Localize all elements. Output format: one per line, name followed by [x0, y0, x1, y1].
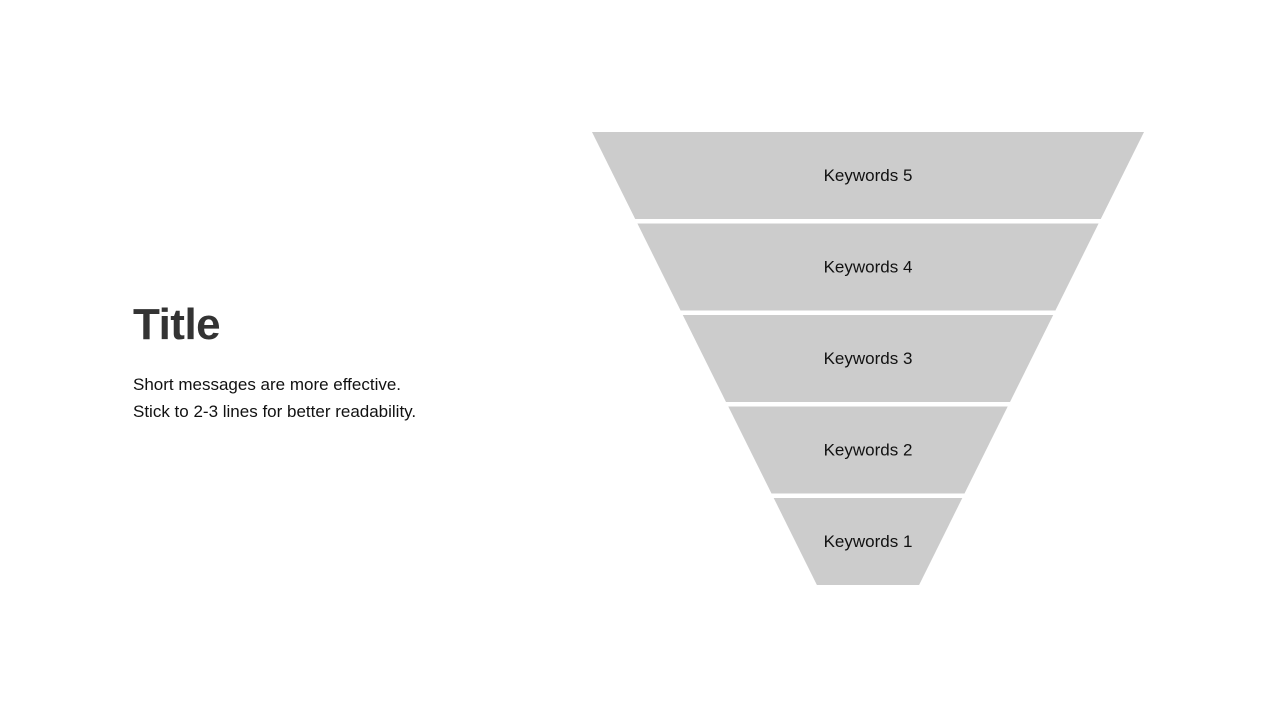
funnel-segment-shape: [682, 315, 1054, 402]
funnel-segment-shape: [773, 498, 963, 585]
text-column: Title Short messages are more effective.…: [133, 299, 553, 426]
slide-description: Short messages are more effective. Stick…: [133, 371, 553, 426]
funnel-segment-shape: [728, 406, 1008, 494]
funnel-segment-shape: [592, 132, 1144, 219]
funnel-segment-keywords-1: Keywords 1: [773, 498, 963, 585]
description-line-2: Stick to 2-3 lines for better readabilit…: [133, 402, 417, 422]
funnel-segment-label: Keywords 4: [824, 258, 913, 277]
funnel-segment-label: Keywords 5: [824, 166, 913, 185]
funnel-segment-label: Keywords 3: [824, 349, 913, 368]
slide-title: Title: [133, 300, 221, 349]
funnel-segment-keywords-3: Keywords 3: [682, 315, 1054, 402]
funnel-svg: Keywords 5 Keywords 4 Keywords 3 Keyword…: [592, 132, 1144, 585]
funnel-segment-label: Keywords 1: [824, 532, 913, 551]
funnel-segment-label: Keywords 2: [824, 441, 913, 460]
funnel-segment-shape: [637, 223, 1099, 311]
funnel-segment-keywords-4: Keywords 4: [637, 223, 1099, 311]
description-line-1: Short messages are more effective.: [133, 374, 402, 394]
funnel-diagram: Keywords 5 Keywords 4 Keywords 3 Keyword…: [592, 132, 1144, 585]
funnel-segment-keywords-2: Keywords 2: [728, 406, 1008, 494]
funnel-segment-keywords-5: Keywords 5: [592, 132, 1144, 219]
